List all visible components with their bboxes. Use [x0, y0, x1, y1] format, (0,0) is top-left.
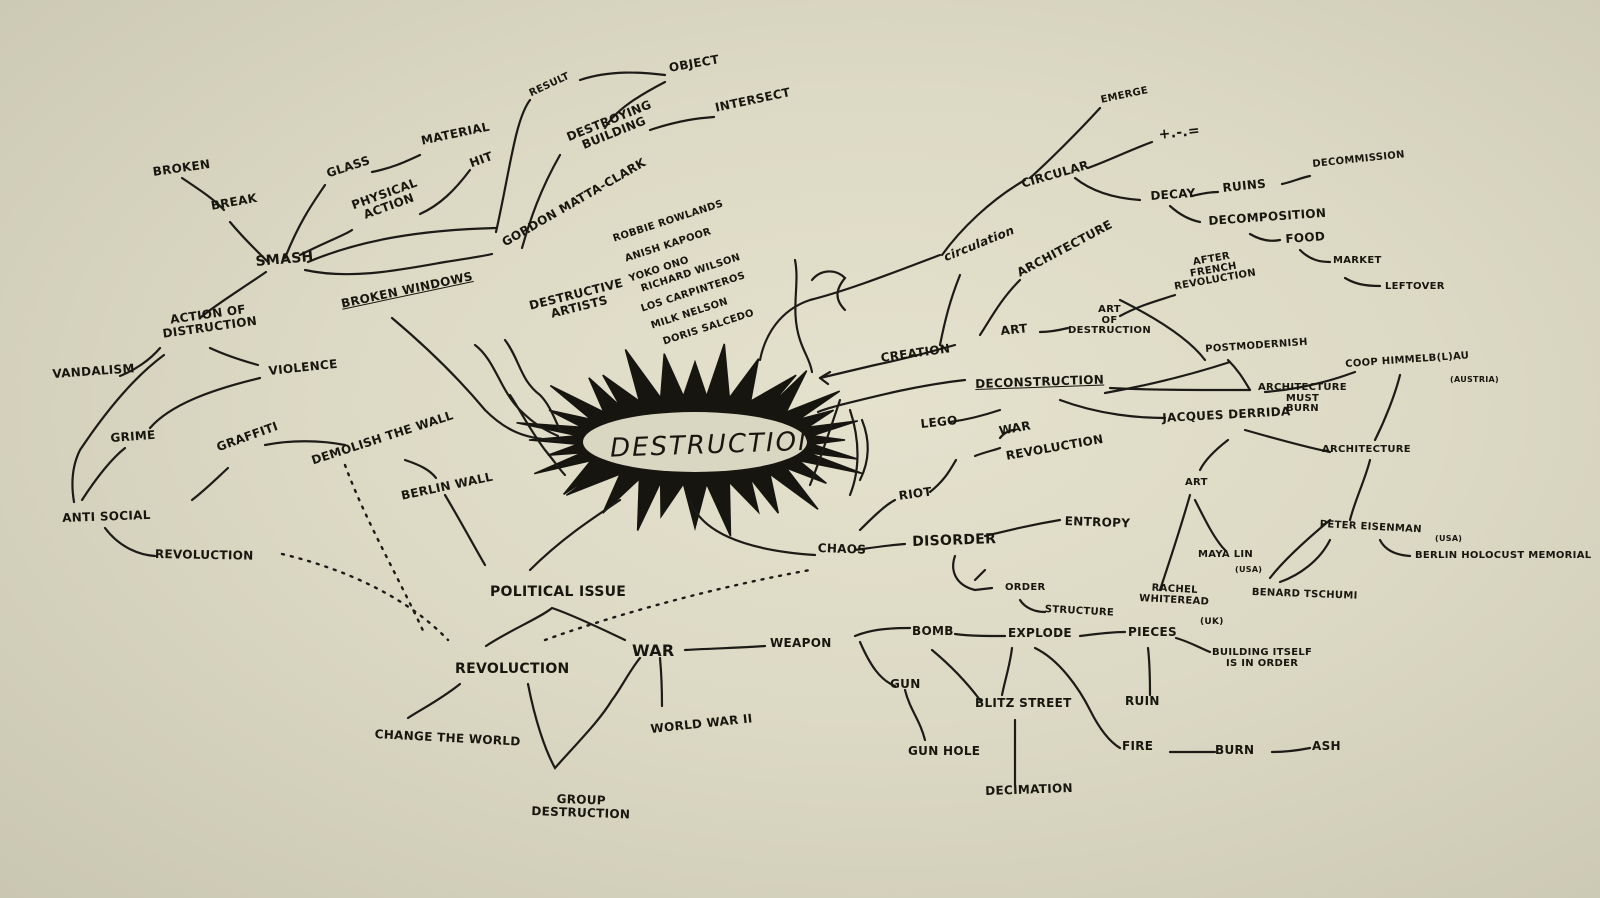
node-group-destruction[interactable]: GROUP DESTRUCTION	[531, 791, 631, 822]
node-berlin-holocaust-memorial[interactable]: BERLIN HOLOCUST MEMORIAL	[1415, 550, 1592, 561]
node-building-itself-is-in-order[interactable]: BUILDING ITSELF IS IN ORDER	[1212, 647, 1313, 669]
node-blitz-street[interactable]: BLITZ STREET	[975, 696, 1072, 710]
node-architecture-must-burn[interactable]: ARCHITECTURE MUST BURN	[1258, 382, 1347, 414]
node-food[interactable]: FOOD	[1284, 229, 1326, 246]
node-anti-social[interactable]: ANTI SOCIAL	[61, 507, 151, 525]
node-leftover[interactable]: LEFTOVER	[1385, 281, 1445, 292]
node-disorder[interactable]: DISORDER	[911, 531, 997, 550]
node-austria[interactable]: (AUSTRIA)	[1450, 375, 1500, 384]
node-burn[interactable]: BURN	[1215, 743, 1255, 757]
node-ruin[interactable]: RUIN	[1125, 694, 1160, 708]
node-architecture-right[interactable]: ARCHITECTURE	[1322, 444, 1411, 455]
node-gun-hole[interactable]: GUN HOLE	[908, 744, 981, 758]
node-gun[interactable]: GUN	[890, 677, 921, 691]
node-art[interactable]: ART	[999, 321, 1029, 338]
node-war[interactable]: WAR	[632, 641, 675, 660]
node-usa-2[interactable]: (USA)	[1435, 534, 1463, 543]
node-revolution[interactable]: REVOLUCTION	[455, 661, 570, 677]
explosion-burst	[516, 343, 864, 537]
node-uk[interactable]: (UK)	[1200, 617, 1224, 627]
node-chaos[interactable]: CHAOS	[817, 541, 867, 557]
node-decimation[interactable]: DECIMATION	[984, 780, 1074, 798]
node-plus-minus-equals[interactable]: +.-.=	[1157, 122, 1201, 143]
node-maya-lin[interactable]: MAYA LIN	[1198, 549, 1254, 560]
node-bomb[interactable]: BOMB	[912, 624, 954, 638]
node-decay[interactable]: DECAY	[1149, 185, 1197, 203]
node-usa-1[interactable]: (USA)	[1235, 565, 1263, 574]
node-market[interactable]: MARKET	[1333, 255, 1382, 266]
node-art-right[interactable]: ART	[1185, 477, 1208, 488]
node-revolution-left[interactable]: REVOLUCTION	[154, 547, 254, 563]
node-pieces[interactable]: PIECES	[1128, 625, 1177, 639]
node-entropy[interactable]: ENTROPY	[1064, 514, 1131, 531]
node-order[interactable]: ORDER	[1005, 582, 1046, 593]
node-weapon[interactable]: WEAPON	[770, 636, 832, 650]
node-rachel-whiteread[interactable]: RACHEL WHITEREAD	[1138, 582, 1210, 608]
node-fire[interactable]: FIRE	[1122, 739, 1154, 753]
node-political-issue[interactable]: POLITICAL ISSUE	[490, 584, 627, 600]
node-art-of-destruction[interactable]: ART OF DESTRUCTION	[1068, 304, 1152, 336]
node-lego[interactable]: LEGO	[919, 413, 959, 431]
node-grime[interactable]: GRIME	[109, 427, 156, 445]
node-explode[interactable]: EXPLODE	[1008, 626, 1072, 640]
node-ash[interactable]: ASH	[1312, 739, 1341, 753]
